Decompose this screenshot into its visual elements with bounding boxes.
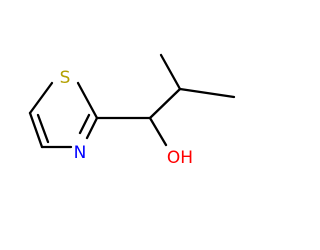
nitrogen-atom-label: N xyxy=(74,143,87,163)
bond-n-c2 xyxy=(85,116,99,140)
bond-ch-cme xyxy=(148,87,182,120)
thiazole-molecule-diagram: S N OH xyxy=(28,53,236,168)
bond-cme-me2 xyxy=(178,87,236,99)
bond-c5-c4 xyxy=(28,111,44,149)
bond-n-c2-inner xyxy=(78,113,91,135)
bond-c2-s xyxy=(76,81,99,120)
bond-c5-c4-inner xyxy=(36,113,50,144)
bond-ch-oh xyxy=(148,116,168,147)
bonds xyxy=(28,53,236,149)
bond-s-c5 xyxy=(28,81,54,115)
sulfur-atom-label: S xyxy=(60,68,71,88)
bond-cme-me1 xyxy=(159,53,182,91)
hydroxyl-group-label: OH xyxy=(167,148,193,168)
